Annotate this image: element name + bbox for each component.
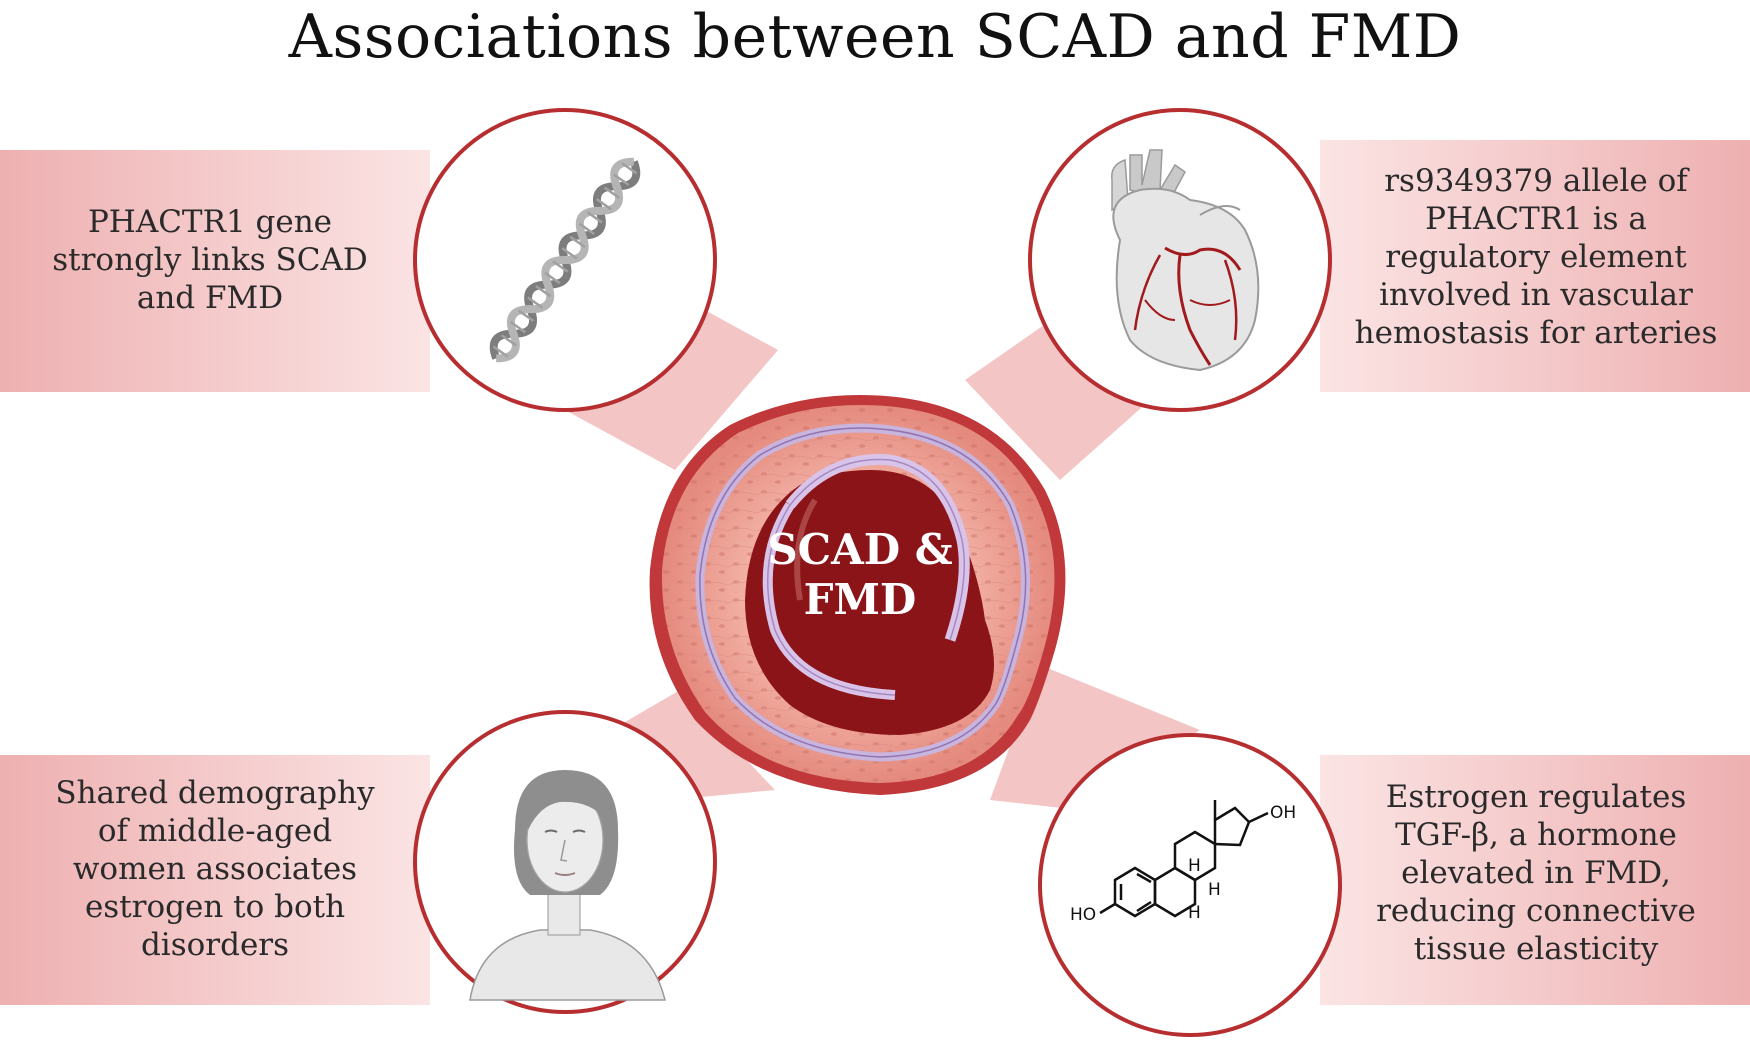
caption-top-right: rs9349379 allele of PHACTR1 is a regulat… [1322, 162, 1750, 352]
caption-line: Shared demography [55, 775, 375, 811]
connector-bottom-right [990, 665, 1200, 810]
diagram-title: Associations between SCAD and FMD [288, 2, 1462, 72]
panel-bottom-right [1320, 755, 1750, 1005]
artery-cross-section-icon [649, 395, 1066, 795]
woman-icon [469, 770, 666, 1001]
caption-line: hemostasis for arteries [1354, 315, 1718, 351]
panel-top-left [0, 150, 430, 392]
caption-line: and FMD [136, 280, 284, 316]
label-ho: HO [1070, 905, 1096, 925]
center-label-line2: FMD [803, 575, 917, 624]
caption-line: regulatory element [1385, 239, 1687, 275]
caption-line: reducing connective [1376, 893, 1696, 929]
center-label-line1: SCAD & [767, 525, 953, 574]
heart-icon [1111, 149, 1260, 372]
caption-line: strongly links SCAD [52, 242, 368, 278]
circle-bottom-right [1038, 733, 1342, 1037]
estrogen-molecule-icon [1099, 800, 1269, 918]
caption-line: involved in vascular [1379, 277, 1693, 313]
caption-line: TGF-β, a hormone [1395, 817, 1677, 853]
molecule-labels: OH HO H H H [1070, 803, 1296, 925]
caption-bottom-left: Shared demography of middle-aged women a… [10, 774, 420, 964]
caption-line: tissue elasticity [1413, 931, 1659, 967]
label-oh: OH [1270, 803, 1296, 823]
panel-bottom-left [0, 755, 430, 1005]
caption-line: rs9349379 allele of [1384, 163, 1688, 199]
caption-bottom-right: Estrogen regulates TGF-β, a hormone elev… [1322, 778, 1750, 968]
caption-top-left: PHACTR1 gene strongly links SCAD and FMD [0, 203, 420, 317]
caption-line: of middle-aged [97, 813, 333, 849]
dna-icon [489, 157, 641, 363]
caption-line: PHACTR1 is a [1425, 201, 1647, 237]
caption-line: elevated in FMD, [1401, 855, 1671, 891]
caption-line: disorders [140, 927, 290, 963]
panel-top-right [1320, 140, 1750, 392]
caption-line: women associates [72, 851, 358, 887]
label-h1: H [1188, 856, 1201, 876]
label-h3: H [1188, 903, 1201, 923]
caption-line: estrogen to both [84, 889, 346, 925]
caption-line: Estrogen regulates [1385, 779, 1687, 815]
caption-line: PHACTR1 gene [87, 204, 333, 240]
label-h2: H [1208, 880, 1221, 900]
